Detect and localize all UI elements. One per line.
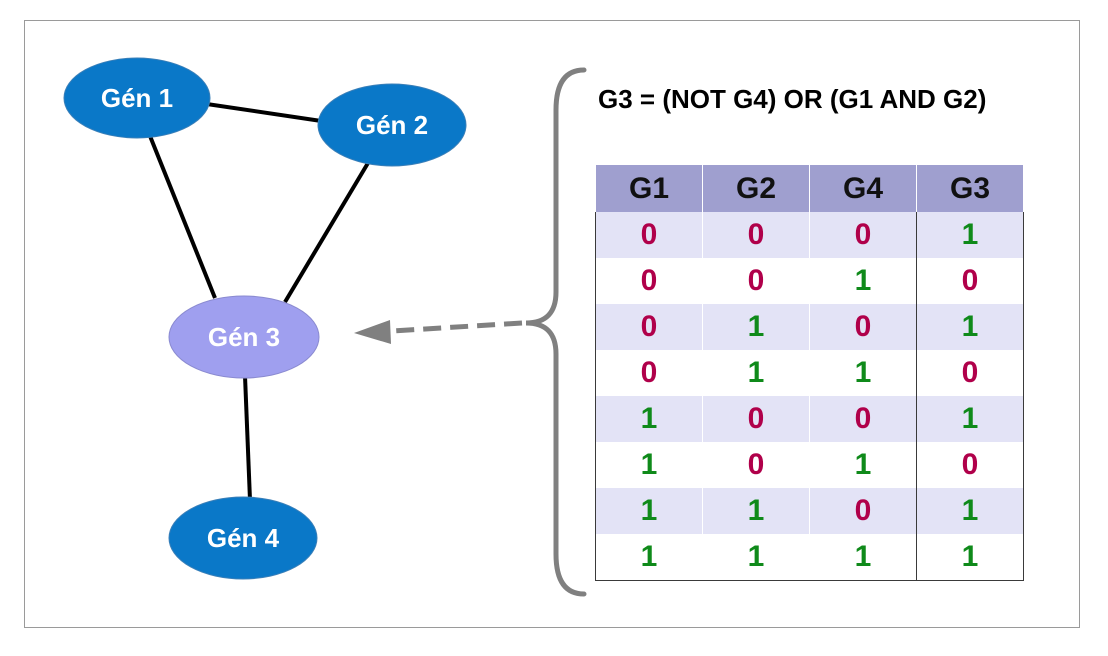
table-row: 0 0 0 1 xyxy=(595,212,1024,258)
dashed-arrow-shaft xyxy=(391,320,523,334)
node-gene2: Gén 2 xyxy=(317,83,467,167)
table-row: 1 1 1 1 xyxy=(595,534,1024,581)
cell: 1 xyxy=(916,488,1024,534)
cell: 0 xyxy=(595,258,703,304)
cell: 1 xyxy=(702,304,810,350)
cell: 0 xyxy=(702,258,810,304)
cell: 1 xyxy=(595,442,703,488)
curly-brace-icon xyxy=(525,67,587,597)
table-row: 1 0 0 1 xyxy=(595,396,1024,442)
truth-table: G1 G2 G4 G3 0 0 0 1 0 0 1 0 0 1 0 1 0 1 … xyxy=(595,165,1024,581)
edge-gene1-gene2 xyxy=(199,101,329,124)
boolean-formula: G3 = (NOT G4) OR (G1 AND G2) xyxy=(598,84,987,114)
cell: 1 xyxy=(595,396,703,442)
header-g3: G3 xyxy=(916,165,1024,212)
cell: 1 xyxy=(702,534,810,581)
table-row: 0 0 1 0 xyxy=(595,258,1024,304)
edge-gene1-gene3 xyxy=(148,135,217,299)
cell: 0 xyxy=(702,212,810,258)
cell: 1 xyxy=(702,350,810,396)
header-g4: G4 xyxy=(809,165,917,212)
cell: 1 xyxy=(809,258,917,304)
table-row: 0 1 1 0 xyxy=(595,350,1024,396)
cell: 0 xyxy=(595,304,703,350)
node-gene4: Gén 4 xyxy=(168,496,318,580)
cell: 0 xyxy=(702,396,810,442)
cell: 0 xyxy=(809,304,917,350)
cell: 0 xyxy=(809,396,917,442)
node-gene2-label: Gén 2 xyxy=(356,110,428,140)
cell: 1 xyxy=(595,534,703,581)
cell: 0 xyxy=(702,442,810,488)
cell: 0 xyxy=(595,350,703,396)
table-row: 1 0 1 0 xyxy=(595,442,1024,488)
edge-gene2-gene3 xyxy=(283,161,370,304)
node-gene4-label: Gén 4 xyxy=(207,523,280,553)
cell: 0 xyxy=(595,212,703,258)
table-header-row: G1 G2 G4 G3 xyxy=(595,165,1024,212)
cell: 0 xyxy=(916,258,1024,304)
arrow-head-icon xyxy=(354,320,391,344)
table-row: 1 1 0 1 xyxy=(595,488,1024,534)
cell: 1 xyxy=(702,488,810,534)
node-gene3-label: Gén 3 xyxy=(208,322,280,352)
table-row: 0 1 0 1 xyxy=(595,304,1024,350)
cell: 0 xyxy=(916,442,1024,488)
node-gene1-label: Gén 1 xyxy=(101,83,173,113)
node-gene1: Gén 1 xyxy=(63,57,211,139)
cell: 0 xyxy=(916,350,1024,396)
cell: 1 xyxy=(809,534,917,581)
cell: 1 xyxy=(595,488,703,534)
cell: 0 xyxy=(809,488,917,534)
cell: 1 xyxy=(916,304,1024,350)
cell: 1 xyxy=(916,534,1024,581)
header-g2: G2 xyxy=(702,165,810,212)
cell: 1 xyxy=(809,350,917,396)
header-g1: G1 xyxy=(595,165,703,212)
cell: 1 xyxy=(809,442,917,488)
node-gene3: Gén 3 xyxy=(168,295,320,379)
cell: 0 xyxy=(809,212,917,258)
cell: 1 xyxy=(916,212,1024,258)
edge-gene3-gene4 xyxy=(243,375,252,501)
cell: 1 xyxy=(916,396,1024,442)
